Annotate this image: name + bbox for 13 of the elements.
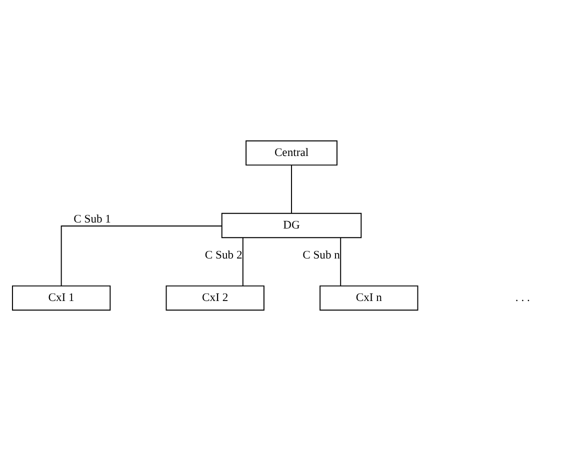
edge-label: C Sub 2: [204, 248, 242, 262]
node-box: CxI 2: [166, 285, 264, 311]
edge-label: C Sub n: [302, 248, 340, 262]
label: . . .: [515, 291, 530, 304]
connector: [242, 237, 244, 286]
node-box: DG: [221, 212, 362, 238]
connector: [60, 226, 222, 286]
connector: [291, 164, 292, 214]
edge-label: C Sub 1: [74, 212, 111, 226]
node-box: CxI 1: [12, 285, 111, 311]
node-box: CxI n: [320, 285, 418, 311]
node-box: Central: [246, 140, 338, 166]
connector: [340, 237, 342, 286]
